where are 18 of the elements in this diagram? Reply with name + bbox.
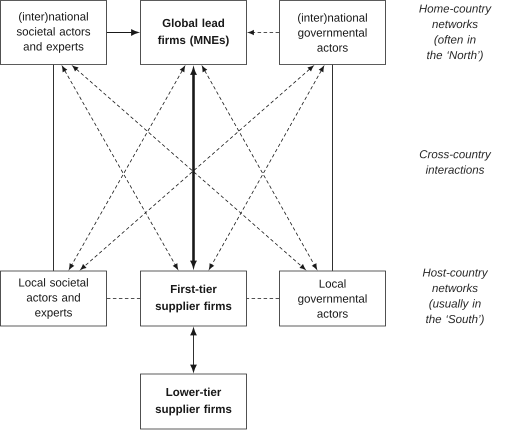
- text-box: (inter)national governmental actors: [279, 0, 386, 65]
- text-box: Global lead firms (MNEs): [140, 0, 247, 65]
- arrow: [106, 29, 139, 36]
- text-box: (inter)national societal actors and experts: [0, 0, 107, 65]
- side-note: Host-country networks (usually in the ‘South’): [422, 268, 488, 326]
- side-note: Cross-country interactions: [420, 150, 492, 174]
- text-box: Lower-tier supplier firms: [140, 374, 247, 430]
- connector-line: [332, 64, 333, 272]
- text-box: Local governmental actors: [279, 270, 386, 326]
- side-note: Home-country networks (often in the ‘North’): [419, 4, 492, 62]
- connector-line: [106, 298, 140, 299]
- text-box: Local societal actors and experts: [0, 270, 107, 326]
- text-box: First-tier supplier firms: [140, 270, 247, 326]
- double-arrow: [190, 68, 196, 268]
- connector-line: [53, 64, 54, 272]
- arrow: [248, 30, 280, 35]
- connector-line: [246, 298, 280, 299]
- double-arrow: [190, 328, 197, 372]
